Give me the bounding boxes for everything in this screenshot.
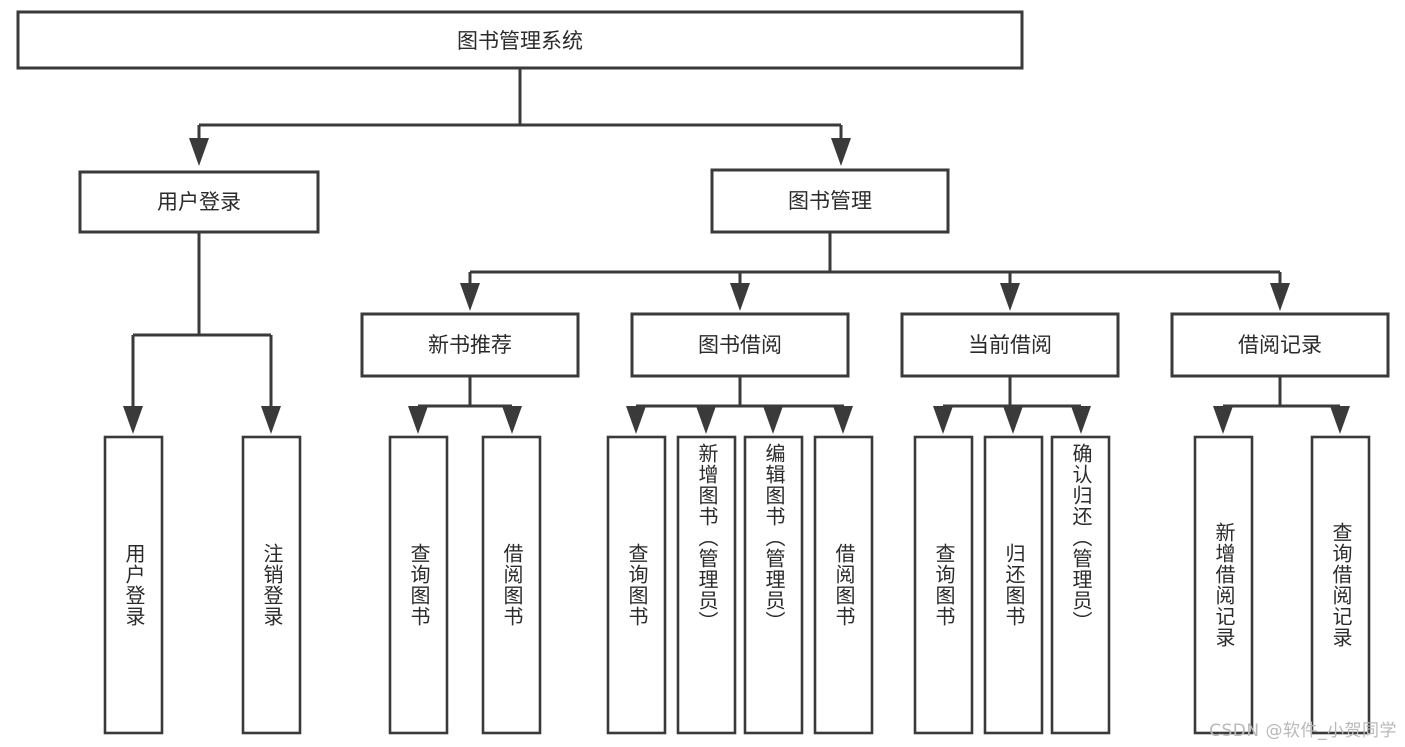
arrow-head-icon [189,138,209,166]
node-borrow-record[interactable]: 借阅记录 [1170,312,1390,378]
arrow-head-icon [1330,406,1350,434]
node-book-manage[interactable]: 图书管理 [710,168,950,234]
leaf-box-borrow-book-rec [481,435,542,735]
connector-new-book-rec-to-leaves [408,376,522,434]
node-new-book-rec-label: 新书推荐 [428,333,512,357]
node-book-borrow[interactable]: 图书借阅 [630,312,850,378]
leaf-box-logout [241,435,302,735]
arrow-head-icon [261,406,281,434]
leaf-box-query-book-bor [606,435,667,735]
arrow-head-icon [123,406,143,434]
node-borrow-record-label: 借阅记录 [1238,333,1322,357]
node-root[interactable]: 图书管理系统 [16,10,1024,70]
arrow-head-icon [696,406,716,434]
leaf-box-return-book [983,435,1044,735]
arrow-head-icon [1213,406,1233,434]
csdn-watermark: CSDN @软件_小贺同学 [1209,721,1397,741]
node-user-login-label: 用户登录 [157,190,241,214]
connector-user-login-to-leaves [123,232,281,434]
leaf-box-query-record [1310,435,1371,735]
connector-book-manage-to-level2 [460,232,1290,311]
arrow-head-icon [730,283,750,311]
arrow-head-icon [1000,283,1020,311]
arrow-head-icon [933,406,953,434]
node-current-borrow-label: 当前借阅 [968,333,1052,357]
leaf-box-query-book-cur [913,435,974,735]
arrow-head-icon [1003,406,1023,434]
node-book-borrow-label: 图书借阅 [698,333,782,357]
arrow-head-icon [626,406,646,434]
arrow-head-icon [763,406,783,434]
node-book-manage-label: 图书管理 [788,189,872,213]
leaf-box-confirm-return [1050,435,1111,735]
connector-book-borrow-to-leaves [626,376,853,434]
node-new-book-rec[interactable]: 新书推荐 [360,312,580,378]
arrow-head-icon [831,138,851,166]
leaf-box-query-book-rec [388,435,449,735]
leaf-box-borrow-book-bor [813,435,874,735]
leaf-box-user-login [103,435,164,735]
arrow-head-icon [460,283,480,311]
node-current-borrow[interactable]: 当前借阅 [900,312,1120,378]
arrow-head-icon [833,406,853,434]
connector-borrow-record-to-leaves [1213,376,1350,434]
connector-root-to-level1 [189,68,851,166]
node-user-login[interactable]: 用户登录 [78,170,320,234]
leaf-box-edit-book [743,435,804,735]
node-root-label: 图书管理系统 [457,29,583,53]
arrow-head-icon [502,406,522,434]
leaf-boxes [103,435,1371,735]
leaf-box-add-record [1193,435,1254,735]
connector-current-borrow-to-leaves [933,376,1091,434]
arrow-head-icon [408,406,428,434]
arrow-head-icon [1071,406,1091,434]
leaf-box-add-book [676,435,737,735]
arrow-head-icon [1270,283,1290,311]
